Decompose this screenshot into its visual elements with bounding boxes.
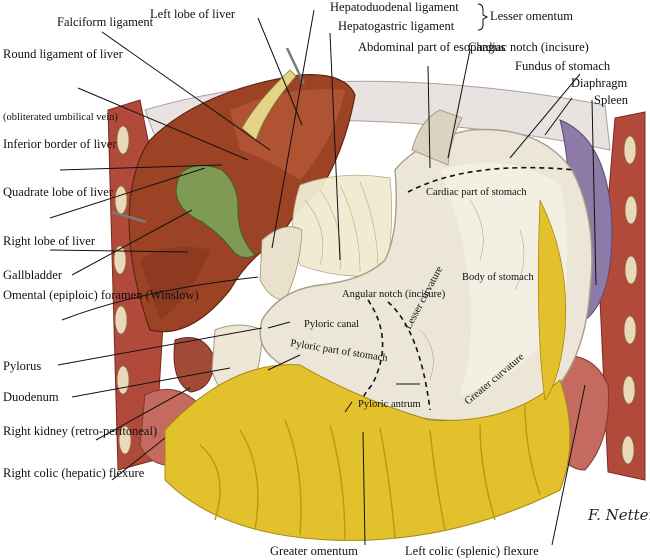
label-abdominal-esophagus: Abdominal part of esophagus bbox=[358, 40, 506, 54]
label-left-lobe: Left lobe of liver bbox=[150, 7, 236, 21]
artist-signature: F. Netter bbox=[587, 506, 650, 524]
svg-text:Hepatogastric ligament: Hepatogastric ligament bbox=[338, 19, 455, 33]
svg-text:(obliterated umbilical vein): (obliterated umbilical vein) bbox=[3, 112, 118, 123]
svg-text:Left colic (splenic) flexure: Left colic (splenic) flexure bbox=[405, 544, 539, 558]
lesser-omentum-brace bbox=[477, 3, 489, 31]
label-quadrate-lobe: Quadrate lobe of liver bbox=[3, 185, 114, 199]
svg-text:Falciform ligament: Falciform ligament bbox=[57, 15, 154, 29]
svg-text:Fundus of stomach: Fundus of stomach bbox=[515, 59, 611, 73]
label-cardiac-notch: Cardiac notch (incisure) bbox=[468, 40, 589, 54]
label-fundus: Fundus of stomach bbox=[515, 59, 611, 73]
label-right-lobe: Right lobe of liver bbox=[3, 234, 96, 248]
svg-text:Gallbladder: Gallbladder bbox=[3, 268, 63, 282]
label-hepatoduodenal: Hepatoduodenal ligament bbox=[330, 0, 459, 14]
right-kidney-shape bbox=[173, 337, 216, 393]
svg-text:Body of stomach: Body of stomach bbox=[462, 272, 534, 283]
label-hepatogastric: Hepatogastric ligament bbox=[338, 19, 455, 33]
label-omental-foramen: Omental (epiploic) foramen (Winslow) bbox=[3, 288, 199, 302]
greater-omentum-shape bbox=[164, 199, 571, 541]
label-right-kidney: Right kidney (retro-peritoneal) bbox=[3, 424, 157, 438]
svg-text:Pyloric antrum: Pyloric antrum bbox=[358, 399, 421, 410]
stomach-shape bbox=[259, 109, 593, 422]
label-spleen: Spleen bbox=[594, 93, 629, 107]
svg-text:Hepatoduodenal ligament: Hepatoduodenal ligament bbox=[330, 0, 459, 14]
svg-text:Quadrate lobe of liver: Quadrate lobe of liver bbox=[3, 185, 114, 199]
svg-text:Cardiac notch (incisure): Cardiac notch (incisure) bbox=[468, 40, 589, 54]
label-round-ligament-note: (obliterated umbilical vein) bbox=[3, 112, 118, 123]
svg-text:Pylorus: Pylorus bbox=[3, 359, 41, 373]
falciform-ligament-shape bbox=[241, 69, 297, 141]
label-round-ligament: Round ligament of liver bbox=[3, 47, 124, 61]
label-greater-omentum: Greater omentum bbox=[270, 544, 358, 558]
gallbladder-shape bbox=[175, 164, 256, 259]
svg-text:Abdominal part of esophagus: Abdominal part of esophagus bbox=[358, 40, 506, 54]
svg-text:Right colic (hepatic) flexure: Right colic (hepatic) flexure bbox=[3, 466, 145, 480]
lesser-omentum-shape bbox=[292, 174, 393, 277]
svg-text:Right kidney (retro-peritoneal: Right kidney (retro-peritoneal) bbox=[3, 424, 157, 438]
label-falciform: Falciform ligament bbox=[57, 15, 154, 29]
svg-text:Right lobe of liver: Right lobe of liver bbox=[3, 234, 96, 248]
label-right-colic: Right colic (hepatic) flexure bbox=[3, 466, 145, 480]
label-body: Body of stomach bbox=[462, 272, 534, 283]
hepatoduodenal-ligament-shape bbox=[259, 226, 303, 301]
internal-arrows bbox=[267, 321, 420, 413]
svg-text:Lesser omentum: Lesser omentum bbox=[490, 9, 573, 23]
svg-text:Inferior border of liver: Inferior border of liver bbox=[3, 137, 117, 151]
label-pylorus: Pylorus bbox=[3, 359, 41, 373]
svg-text:F. Netter: F. Netter bbox=[587, 506, 650, 524]
svg-text:Pyloric canal: Pyloric canal bbox=[304, 319, 359, 330]
label-gallbladder: Gallbladder bbox=[3, 268, 63, 282]
svg-text:Spleen: Spleen bbox=[594, 93, 629, 107]
svg-text:Cardiac part of stomach: Cardiac part of stomach bbox=[426, 187, 527, 198]
svg-text:Left lobe of liver: Left lobe of liver bbox=[150, 7, 236, 21]
svg-text:Greater omentum: Greater omentum bbox=[270, 544, 358, 558]
leader-lines bbox=[49, 9, 597, 546]
label-lesser-omentum: Lesser omentum bbox=[490, 9, 573, 23]
label-duodenum: Duodenum bbox=[3, 390, 59, 404]
label-inferior-border: Inferior border of liver bbox=[3, 137, 117, 151]
label-diaphragm: Diaphragm bbox=[571, 76, 628, 90]
svg-text:Round ligament of liver: Round ligament of liver bbox=[3, 47, 124, 61]
label-left-colic: Left colic (splenic) flexure bbox=[405, 544, 539, 558]
label-angular-notch: Angular notch (incisure) bbox=[342, 289, 446, 300]
svg-text:Duodenum: Duodenum bbox=[3, 390, 59, 404]
label-cardiac-part: Cardiac part of stomach bbox=[426, 187, 527, 198]
stomach-region-dashes bbox=[356, 166, 576, 431]
svg-text:Angular notch (incisure): Angular notch (incisure) bbox=[342, 289, 446, 300]
label-pyloric-antrum: Pyloric antrum bbox=[358, 399, 421, 410]
svg-text:Omental (epiploic) foramen (Wi: Omental (epiploic) foramen (Winslow) bbox=[3, 288, 199, 302]
label-pyloric-canal: Pyloric canal bbox=[304, 319, 359, 330]
svg-text:Diaphragm: Diaphragm bbox=[571, 76, 628, 90]
